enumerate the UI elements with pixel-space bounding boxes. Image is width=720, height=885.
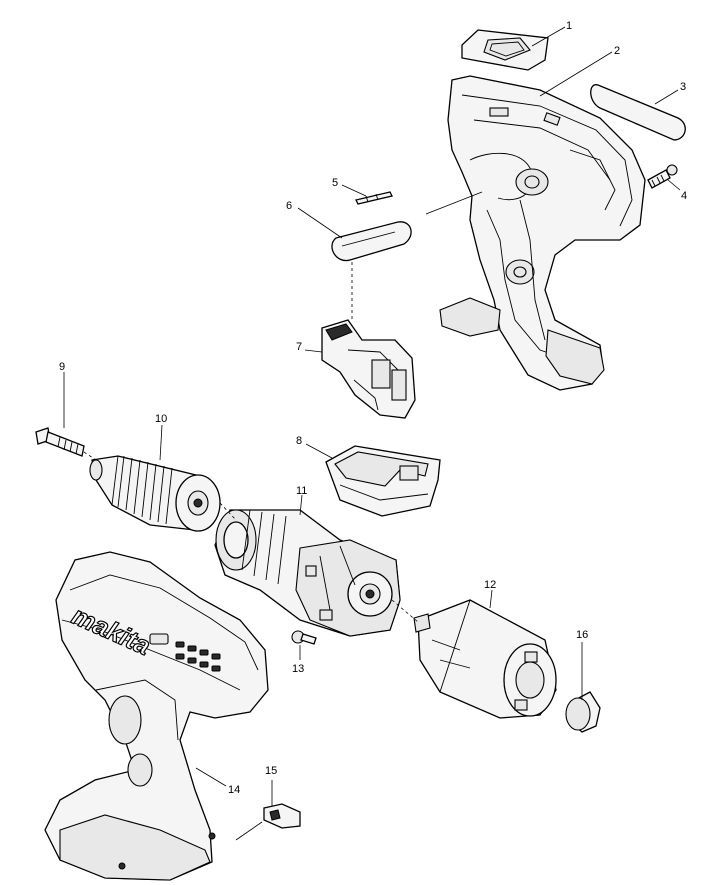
callout-3: 3: [680, 81, 686, 93]
callout-9: 9: [59, 361, 65, 373]
leader-lines: [63, 26, 681, 841]
part-2-housing-half: [439, 75, 646, 391]
assembly-axes: [83, 262, 419, 623]
callout-8: 8: [296, 435, 302, 447]
callout-1: 1: [566, 20, 572, 32]
part-13-screw: [291, 630, 317, 645]
callout-14: 14: [228, 784, 240, 796]
part-5-spring: [355, 191, 393, 205]
part-3-name-plate: [590, 84, 686, 141]
part-7-switch: [321, 319, 416, 419]
part-11-gear-assembly: [214, 509, 401, 637]
part-12-motor: [413, 599, 557, 719]
part-10-chuck: [89, 455, 221, 532]
callout-11: 11: [296, 485, 307, 497]
callout-4: 4: [681, 190, 687, 202]
part-8-controller: [325, 445, 441, 517]
callout-6: 6: [286, 200, 292, 212]
callout-15: 15: [265, 765, 277, 777]
callout-12: 12: [484, 579, 496, 591]
part-9-bolt: [35, 427, 85, 457]
part-1-switch-cover: [461, 29, 549, 71]
part-16-cap: [565, 691, 601, 733]
part-14-housing-left: [44, 551, 269, 881]
callout-13: 13: [292, 663, 304, 675]
part-15-clip: [263, 803, 301, 829]
callout-2: 2: [614, 45, 620, 57]
part-6-trigger: [331, 221, 412, 262]
part-4-screw: [647, 164, 678, 189]
callout-7: 7: [296, 341, 302, 353]
callout-10: 10: [155, 413, 167, 425]
callout-16: 16: [576, 629, 588, 641]
callout-5: 5: [332, 177, 338, 189]
